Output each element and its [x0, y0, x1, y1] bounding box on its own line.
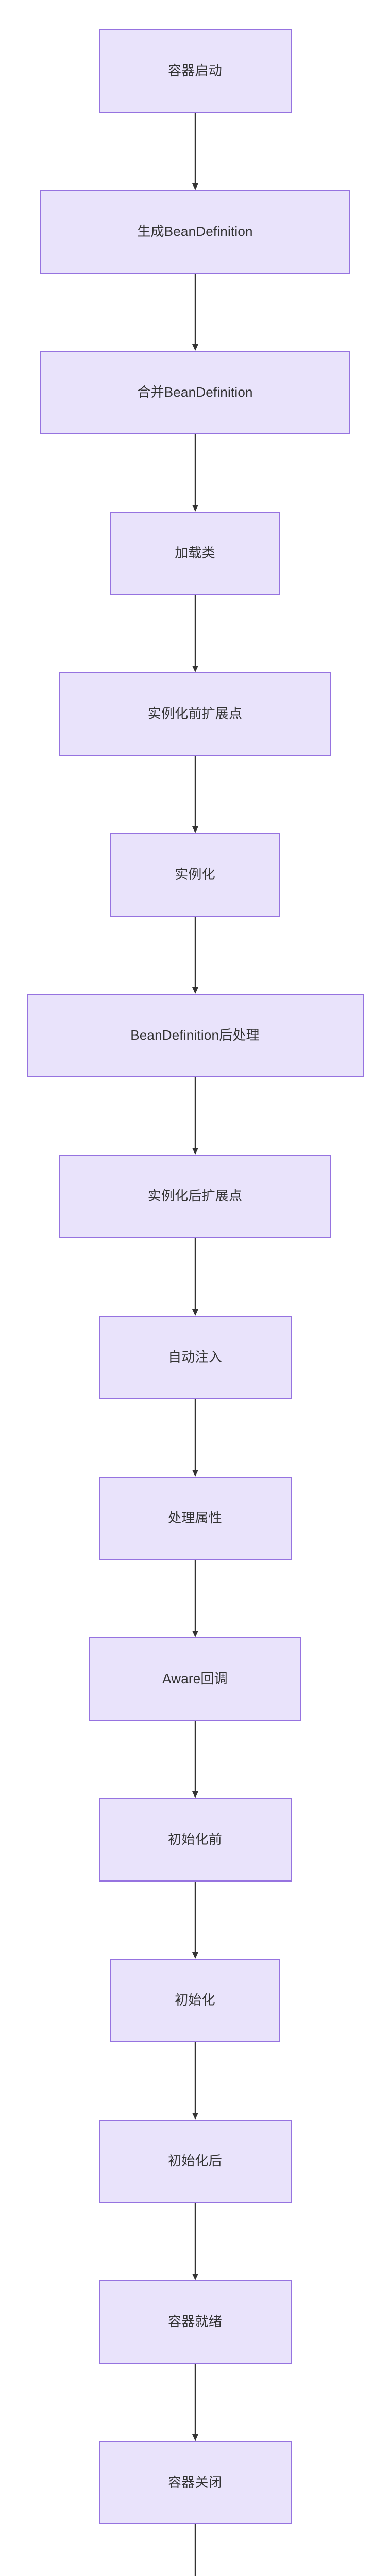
flow-node-n5[interactable]: 实例化前扩展点 — [59, 672, 331, 756]
flow-node-label: BeanDefinition后处理 — [130, 1027, 260, 1043]
flow-node-label: Aware回调 — [162, 1671, 228, 1687]
flow-node-n15[interactable]: 容器就绪 — [98, 2280, 292, 2364]
flow-node-n13[interactable]: 初始化 — [110, 1959, 280, 2042]
flow-node-n3[interactable]: 合并BeanDefinition — [40, 351, 350, 434]
flow-node-n9[interactable]: 自动注入 — [98, 1316, 292, 1399]
flow-node-n8[interactable]: 实例化后扩展点 — [59, 1155, 331, 1238]
flow-edge-n4-to-n5 — [190, 595, 201, 672]
flow-node-n11[interactable]: Aware回调 — [89, 1637, 301, 1721]
flow-edge-n6-to-n7 — [190, 917, 201, 994]
flow-node-label: 初始化 — [175, 1992, 215, 2008]
flow-node-label: 初始化后 — [168, 2153, 222, 2169]
flow-node-label: 加载类 — [175, 545, 215, 561]
flow-node-n12[interactable]: 初始化前 — [98, 1798, 292, 1882]
flow-node-label: 自动注入 — [168, 1349, 222, 1365]
flow-node-label: 初始化前 — [168, 1832, 222, 1848]
flow-edge-n7-to-n8 — [190, 1077, 201, 1155]
flow-node-n2[interactable]: 生成BeanDefinition — [40, 190, 350, 274]
flow-node-n6[interactable]: 实例化 — [110, 833, 280, 917]
flow-edge-n15-to-n16 — [190, 2364, 201, 2441]
flow-node-label: 实例化 — [175, 867, 215, 883]
flow-node-n7[interactable]: BeanDefinition后处理 — [26, 994, 364, 1077]
flow-edge-n1-to-n2 — [190, 113, 201, 190]
flow-edge-n3-to-n4 — [190, 434, 201, 512]
flow-edge-n16-to-n17 — [190, 2524, 201, 2576]
flow-node-n16[interactable]: 容器关闭 — [98, 2441, 292, 2524]
flow-edge-n12-to-n13 — [190, 1882, 201, 1959]
flow-node-label: 处理属性 — [168, 1510, 222, 1526]
flow-edge-n9-to-n10 — [190, 1399, 201, 1477]
flow-node-label: 实例化后扩展点 — [147, 1188, 243, 1204]
flow-node-label: 合并BeanDefinition — [137, 384, 253, 400]
flow-edge-n8-to-n9 — [190, 1238, 201, 1316]
flow-node-n4[interactable]: 加载类 — [110, 512, 280, 595]
flow-node-n14[interactable]: 初始化后 — [98, 2120, 292, 2203]
flow-edge-n10-to-n11 — [190, 1560, 201, 1637]
flow-edge-n5-to-n6 — [190, 756, 201, 833]
flow-edge-n2-to-n3 — [190, 274, 201, 351]
flow-node-label: 实例化前扩展点 — [147, 706, 243, 722]
flow-edge-n11-to-n12 — [190, 1721, 201, 1798]
flow-edge-n13-to-n14 — [190, 2042, 201, 2120]
flow-node-label: 容器启动 — [168, 63, 222, 79]
flow-node-label: 容器关闭 — [168, 2475, 222, 2490]
flow-node-label: 生成BeanDefinition — [137, 224, 253, 240]
flow-node-n1[interactable]: 容器启动 — [98, 29, 292, 113]
flow-edge-n14-to-n15 — [190, 2203, 201, 2280]
flow-node-n10[interactable]: 处理属性 — [98, 1477, 292, 1560]
flow-node-label: 容器就绪 — [168, 2314, 222, 2330]
